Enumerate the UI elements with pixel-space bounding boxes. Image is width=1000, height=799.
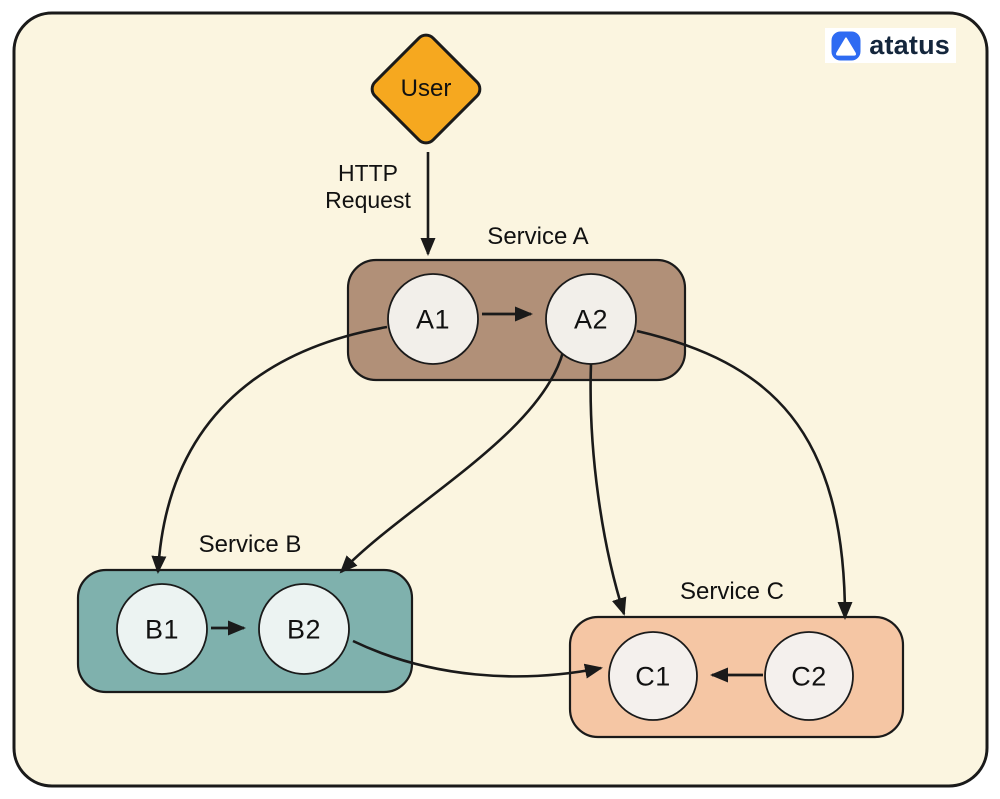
service-a-label: Service A [487, 223, 589, 250]
http-request-line2: Request [325, 187, 411, 213]
atatus-wordmark: atatus [869, 30, 950, 60]
node-c2 [764, 631, 854, 721]
edge-b2-to-c1 [352, 639, 603, 679]
http-request-line1: HTTP [337, 160, 399, 186]
http-request-label: HTTP Request [325, 160, 411, 214]
node-b2-label: B2 [286, 614, 322, 645]
node-b2 [258, 583, 350, 675]
edge-a1-to-b1 [151, 325, 388, 574]
node-c1 [608, 631, 698, 721]
edge-a2-to-c2 [636, 329, 853, 620]
node-c2-label: C2 [791, 661, 827, 692]
node-b1-label: B1 [144, 614, 180, 645]
node-a2 [545, 273, 637, 365]
node-c1-label: C1 [635, 661, 671, 692]
service-c-label: Service C [679, 578, 785, 605]
node-a2-label: A2 [573, 304, 609, 335]
edge-a2-to-c1 [589, 363, 627, 616]
atatus-logo: atatus [825, 28, 956, 63]
node-b1 [116, 583, 208, 675]
node-a1-label: A1 [415, 304, 451, 335]
service-b-label: Service B [198, 531, 302, 558]
edge-a2-to-b2 [339, 351, 565, 574]
user-label: User [400, 75, 452, 102]
node-a1 [387, 273, 479, 365]
atatus-triangle-icon [831, 31, 861, 60]
user-diamond [370, 33, 482, 145]
